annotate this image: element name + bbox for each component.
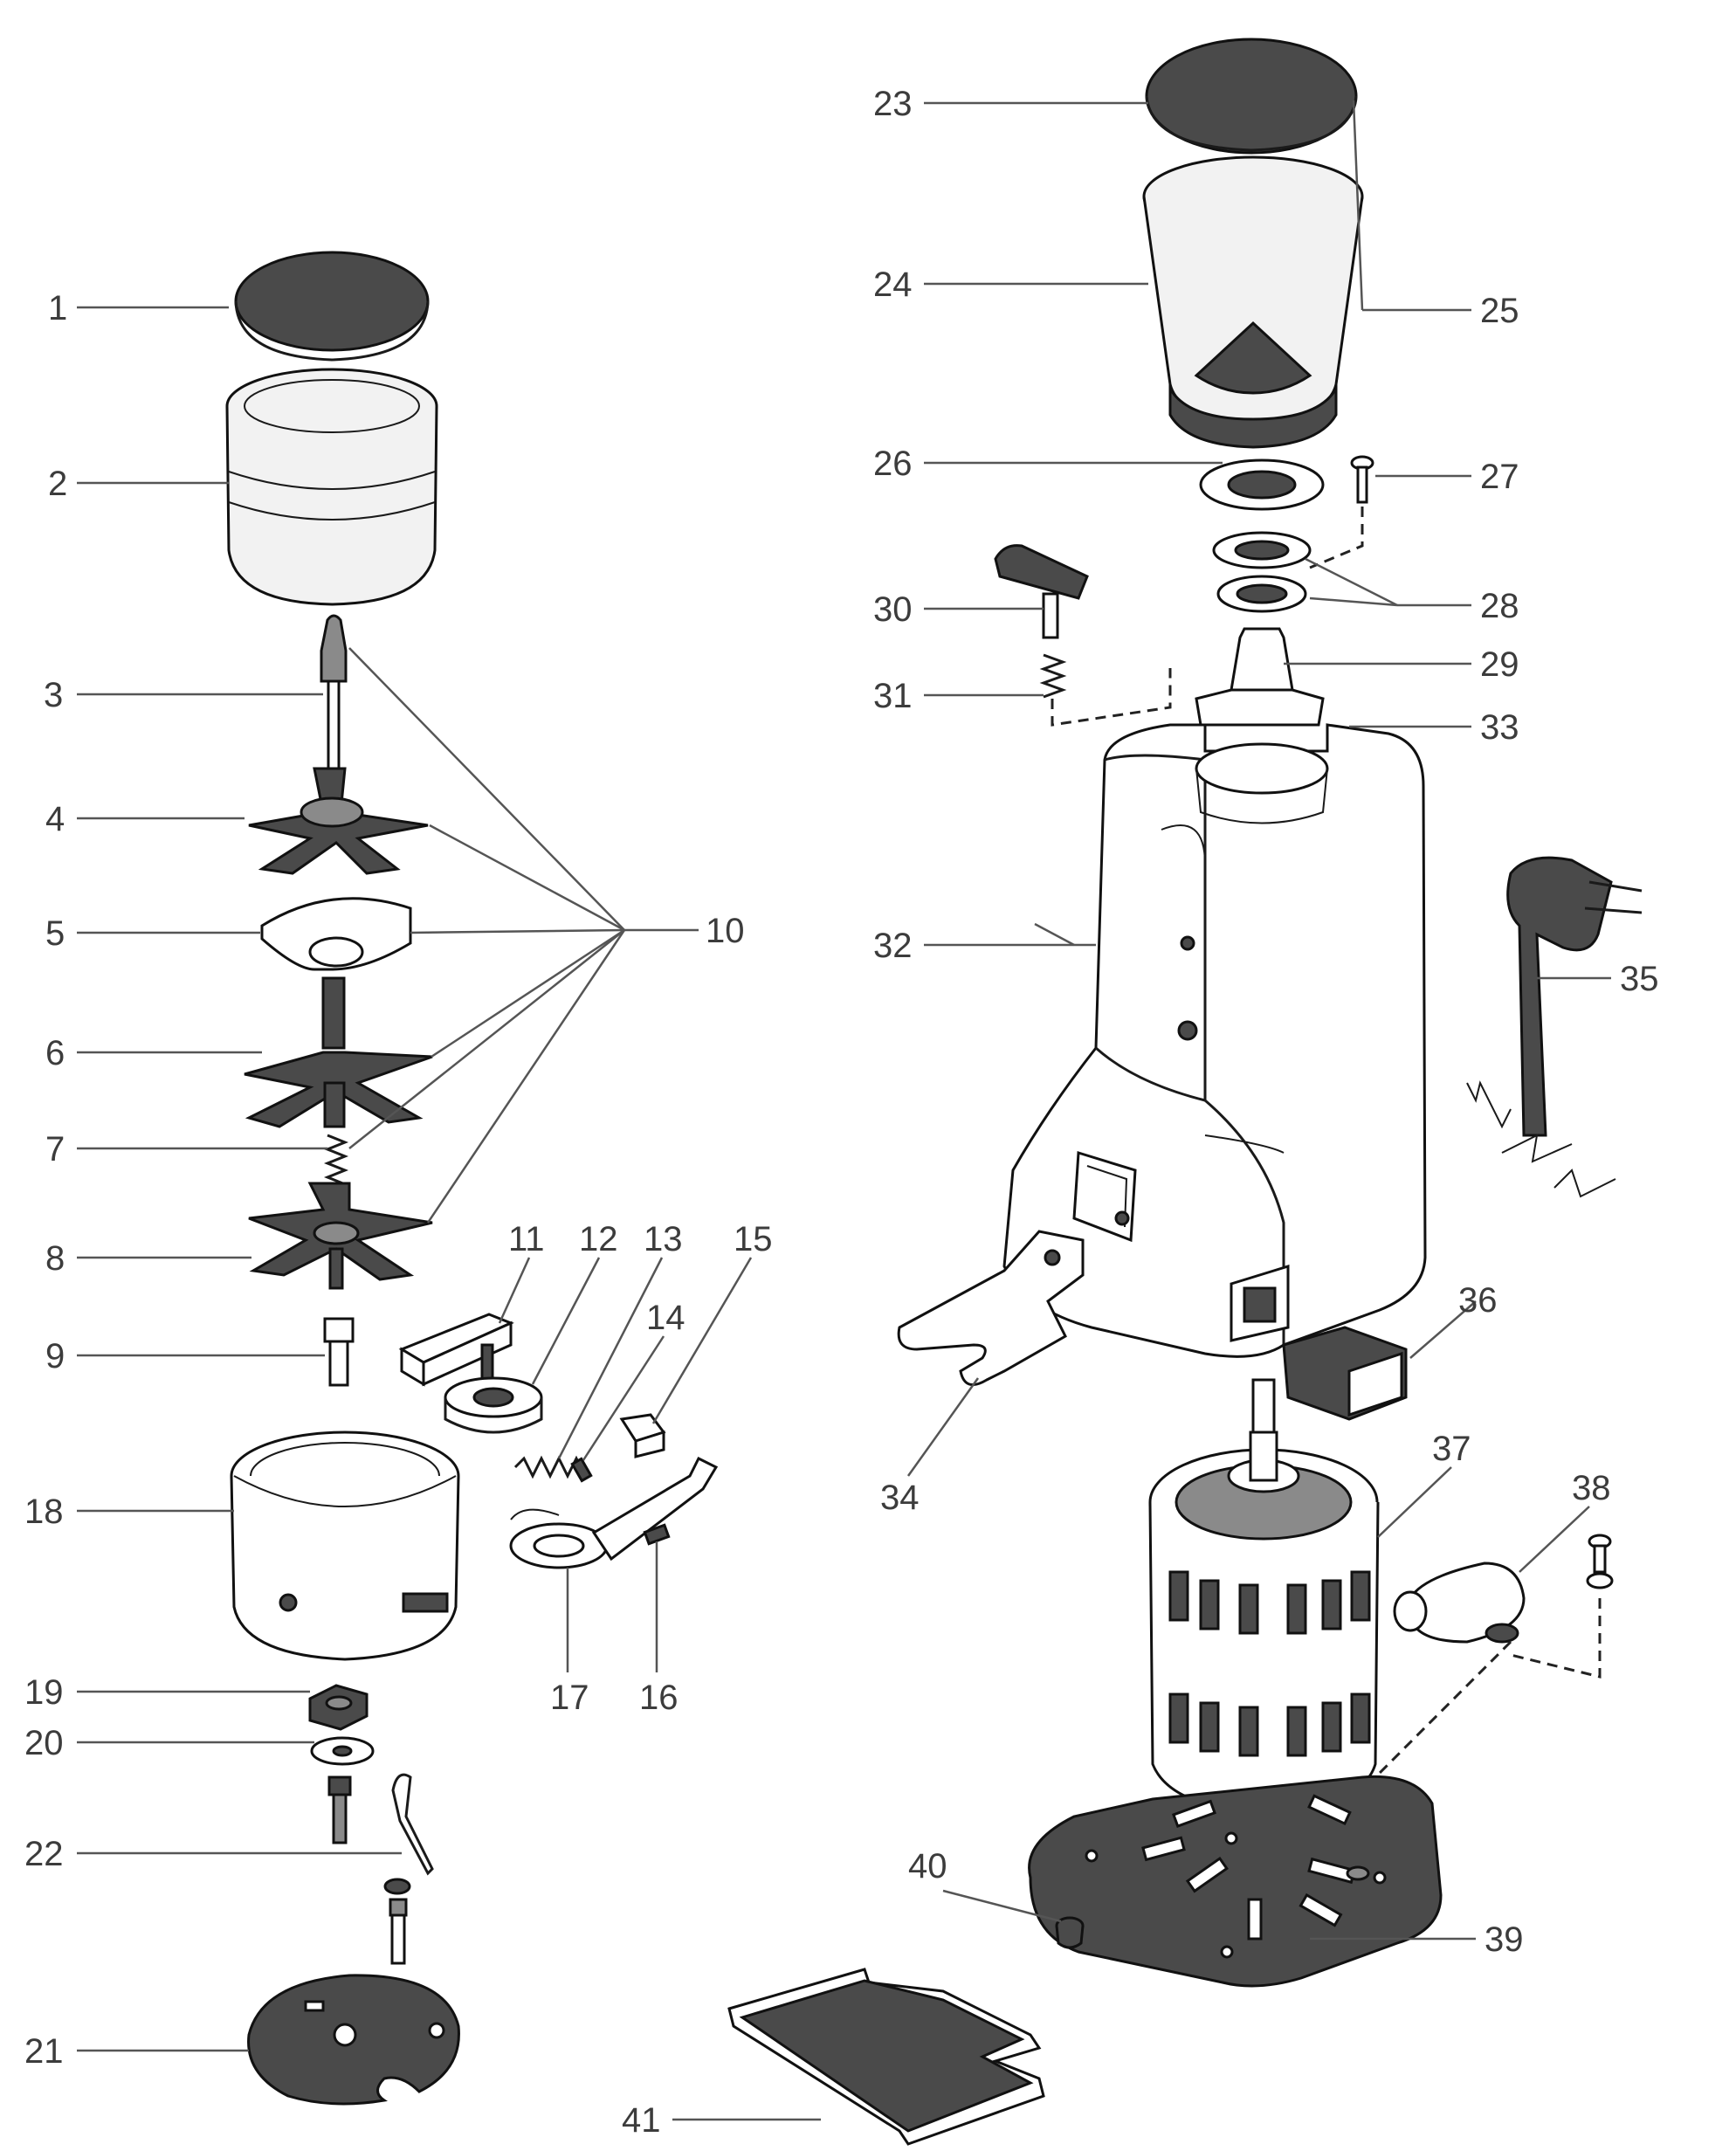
part-36-switch bbox=[1282, 1326, 1408, 1421]
label-37: 37 bbox=[1432, 1430, 1471, 1468]
part-39-base-plate bbox=[1028, 1775, 1443, 1988]
part-38-capacitor bbox=[1393, 1534, 1614, 1644]
label-32: 32 bbox=[873, 927, 913, 965]
label-2: 2 bbox=[48, 465, 67, 503]
label-6: 6 bbox=[45, 1034, 65, 1072]
part-21-base-plate bbox=[247, 1974, 460, 2106]
part-5-plate bbox=[260, 897, 412, 971]
part-16-screw bbox=[643, 1523, 671, 1546]
part-20-washer bbox=[310, 1736, 375, 1766]
part-35-power-cord bbox=[1466, 856, 1643, 1198]
guide-27-28 bbox=[1309, 507, 1364, 569]
part-22-spring-clip bbox=[391, 1773, 434, 1876]
label-26: 26 bbox=[873, 445, 913, 483]
label-14: 14 bbox=[646, 1299, 685, 1337]
label-35: 35 bbox=[1620, 960, 1659, 998]
label-24: 24 bbox=[873, 265, 913, 304]
part-14-pin bbox=[570, 1457, 593, 1483]
guide-38 bbox=[1510, 1598, 1602, 1679]
part-9-bolt bbox=[323, 1317, 355, 1387]
label-22: 22 bbox=[24, 1835, 64, 1873]
part-2-container bbox=[225, 368, 438, 606]
label-19: 19 bbox=[24, 1673, 64, 1712]
leader-lines bbox=[77, 100, 1611, 2121]
label-27: 27 bbox=[1480, 458, 1519, 496]
label-38: 38 bbox=[1572, 1469, 1611, 1507]
label-16: 16 bbox=[639, 1679, 679, 1717]
part-31-spring bbox=[1039, 653, 1067, 699]
label-39: 39 bbox=[1485, 1920, 1524, 1959]
part-40-foot bbox=[1055, 1916, 1085, 1949]
part-26-adjustment-ring bbox=[1199, 458, 1325, 511]
screw-above-base bbox=[383, 1878, 411, 1965]
guide-37-39 bbox=[1361, 1640, 1512, 1792]
label-11: 11 bbox=[508, 1220, 545, 1258]
label-9: 9 bbox=[45, 1337, 65, 1375]
part-19-nut bbox=[308, 1684, 369, 1731]
label-41: 41 bbox=[622, 2101, 661, 2140]
label-30: 30 bbox=[873, 590, 913, 629]
label-21: 21 bbox=[24, 2032, 64, 2071]
part-8-agitator bbox=[248, 1182, 433, 1290]
label-29: 29 bbox=[1480, 645, 1519, 684]
part-28-burrs bbox=[1212, 531, 1312, 613]
part-1-lid bbox=[234, 251, 430, 362]
label-17: 17 bbox=[550, 1679, 589, 1717]
label-1: 1 bbox=[48, 289, 67, 327]
label-28: 28 bbox=[1480, 587, 1519, 625]
label-36: 36 bbox=[1458, 1281, 1498, 1320]
part-12-knob bbox=[444, 1376, 543, 1434]
label-15: 15 bbox=[734, 1220, 773, 1258]
guide-30-31 bbox=[1051, 668, 1172, 727]
label-10: 10 bbox=[706, 912, 745, 950]
label-40: 40 bbox=[908, 1847, 947, 1886]
label-3: 3 bbox=[44, 676, 63, 714]
part-27-screw bbox=[1350, 455, 1374, 504]
part-18-housing bbox=[230, 1431, 460, 1661]
label-12: 12 bbox=[579, 1220, 618, 1258]
label-7: 7 bbox=[45, 1130, 65, 1169]
part-30-lever bbox=[994, 544, 1089, 639]
part-29-burr-carrier bbox=[1195, 627, 1325, 727]
part-11-lever-block bbox=[398, 1313, 514, 1387]
label-33: 33 bbox=[1480, 708, 1519, 747]
label-20: 20 bbox=[24, 1724, 64, 1762]
label-5: 5 bbox=[45, 914, 65, 953]
part-15-clip bbox=[619, 1413, 666, 1458]
part-6-agitator bbox=[244, 976, 433, 1128]
part-17-lever bbox=[509, 1456, 719, 1569]
label-8: 8 bbox=[45, 1239, 65, 1278]
part-34-portafilter-fork bbox=[897, 1230, 1085, 1387]
part-41-drip-tray bbox=[727, 1968, 1045, 2146]
part-24-hopper bbox=[1142, 155, 1364, 449]
label-4: 4 bbox=[45, 800, 65, 838]
part-23-hopper-lid bbox=[1145, 38, 1358, 155]
label-13: 13 bbox=[644, 1220, 683, 1258]
part-37-motor bbox=[1148, 1378, 1380, 1849]
bolt-under-washer bbox=[327, 1775, 352, 1844]
part-3-shaft bbox=[320, 614, 348, 779]
label-25: 25 bbox=[1480, 292, 1519, 330]
part-number-labels: 1 2 3 4 5 6 7 8 9 10 11 12 13 14 15 16 1… bbox=[24, 85, 1659, 2140]
label-18: 18 bbox=[24, 1493, 64, 1531]
part-7-spring bbox=[323, 1134, 349, 1186]
part-32-33-body bbox=[1002, 723, 1427, 1358]
part-4-agitator bbox=[248, 767, 429, 875]
label-23: 23 bbox=[873, 85, 913, 123]
label-34: 34 bbox=[880, 1479, 920, 1517]
label-31: 31 bbox=[873, 677, 913, 715]
